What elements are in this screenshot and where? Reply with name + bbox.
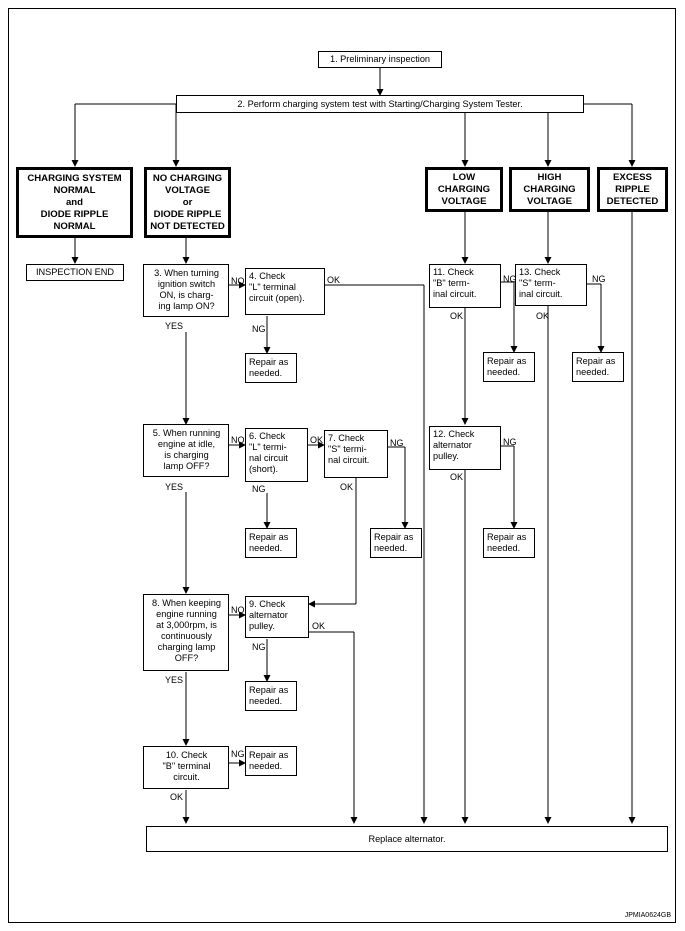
label-no: NO xyxy=(231,276,245,286)
step-4-box: 4. Check "L" terminal circuit (open). xyxy=(245,268,325,315)
label-ng: NG xyxy=(252,642,266,652)
diagram-frame xyxy=(8,8,676,923)
step-11-box: 11. Check "B" term- inal circuit. xyxy=(429,264,501,308)
label-ng: NG xyxy=(503,274,517,284)
label-yes: YES xyxy=(165,321,184,331)
label-ok: OK xyxy=(450,311,464,321)
label-ok: OK xyxy=(310,435,324,445)
result-excess-ripple-box: EXCESS RIPPLE DETECTED xyxy=(597,167,668,212)
label-ok: OK xyxy=(327,275,341,285)
label-ok: OK xyxy=(536,311,550,321)
step-5-box: 5. When running engine at idle, is charg… xyxy=(143,424,229,477)
result-no-charging-box: NO CHARGING VOLTAGE or DIODE RIPPLE NOT … xyxy=(144,167,231,238)
label-ng: NG xyxy=(503,437,517,447)
label-ng: NG xyxy=(231,749,245,759)
result-high-voltage-box: HIGH CHARGING VOLTAGE xyxy=(509,167,590,212)
step-13-box: 13. Check "S" term- inal circuit. xyxy=(515,264,587,306)
step-3-box: 3. When turning ignition switch ON, is c… xyxy=(143,264,229,317)
repair-11-box: Repair as needed. xyxy=(483,352,535,382)
result-normal-box: CHARGING SYSTEM NORMAL and DIODE RIPPLE … xyxy=(16,167,133,238)
inspection-end-box: INSPECTION END xyxy=(26,264,124,281)
repair-4-box: Repair as needed. xyxy=(245,353,297,383)
label-no: NO xyxy=(231,605,245,615)
step-1-box: 1. Preliminary inspection xyxy=(318,51,442,68)
step-9-box: 9. Check alternator pulley. xyxy=(245,596,309,638)
label-ng: NG xyxy=(252,324,266,334)
label-ok: OK xyxy=(340,482,354,492)
repair-10-box: Repair as needed. xyxy=(245,746,297,776)
label-no: NO xyxy=(231,435,245,445)
label-ok: OK xyxy=(450,472,464,482)
repair-6-box: Repair as needed. xyxy=(245,528,297,558)
label-ok: OK xyxy=(170,792,184,802)
replace-alternator-box: Replace alternator. xyxy=(146,826,668,852)
step-10-box: 10. Check "B" terminal circuit. xyxy=(143,746,229,789)
step-8-box: 8. When keeping engine running at 3,000r… xyxy=(143,594,229,671)
label-ng: NG xyxy=(252,484,266,494)
result-low-voltage-box: LOW CHARGING VOLTAGE xyxy=(425,167,503,212)
repair-12-box: Repair as needed. xyxy=(483,528,535,558)
label-ng: NG xyxy=(390,438,404,448)
step-2-box: 2. Perform charging system test with Sta… xyxy=(176,95,584,113)
step-6-box: 6. Check "L" termi- nal circuit (short). xyxy=(245,428,308,482)
repair-7-box: Repair as needed. xyxy=(370,528,422,558)
label-yes: YES xyxy=(165,675,184,685)
label-ok: OK xyxy=(312,621,326,631)
label-ng: NG xyxy=(592,274,606,284)
figure-id: JPMIA0624GB xyxy=(624,912,671,919)
step-12-box: 12. Check alternator pulley. xyxy=(429,426,501,470)
label-yes: YES xyxy=(165,482,184,492)
repair-13-box: Repair as needed. xyxy=(572,352,624,382)
step-7-box: 7. Check "S" termi- nal circuit. xyxy=(324,430,388,478)
repair-9-box: Repair as needed. xyxy=(245,681,297,711)
